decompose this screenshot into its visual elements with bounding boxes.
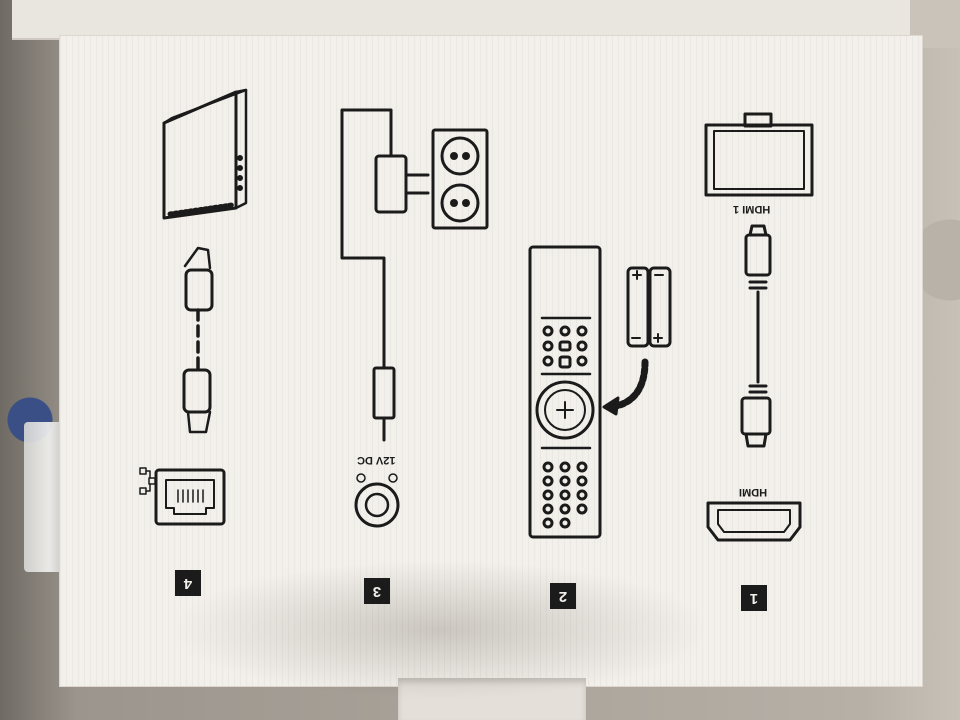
remote-control-icon (528, 245, 602, 539)
step-3-badge: 3 (364, 578, 390, 604)
hdmi-cable-icon (740, 224, 772, 448)
box-tab (398, 678, 586, 720)
power-adapter-icon (340, 108, 430, 442)
step-2-badge: 2 (550, 583, 576, 609)
instruction-panel (60, 36, 922, 686)
tv-icon (704, 112, 814, 197)
plastic-bag (24, 422, 66, 572)
network-icon (139, 467, 156, 495)
12v-dc-label: 12V DC (357, 454, 396, 466)
hdmi-port-icon (706, 501, 802, 542)
hdmi-1-label: HDMI 1 (733, 203, 771, 215)
batteries-icon (626, 266, 672, 348)
ethernet-cable-icon (182, 246, 214, 434)
ethernet-port-icon (154, 468, 226, 526)
insert-arrow-icon (602, 358, 649, 416)
router-icon (162, 88, 248, 220)
dc-jack-icon (354, 473, 400, 528)
wall-socket-icon (431, 128, 489, 230)
step-4-badge: 4 (175, 570, 201, 596)
step-1-badge: 1 (741, 585, 767, 611)
hdmi-label: HDMI (739, 486, 768, 498)
